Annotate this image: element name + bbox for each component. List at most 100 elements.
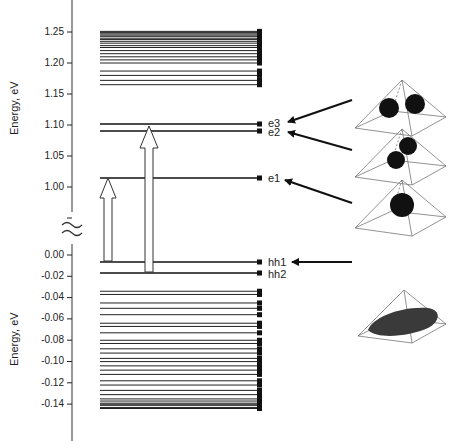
level-line <box>100 71 262 72</box>
level-square <box>257 306 262 311</box>
level-line <box>67 218 72 219</box>
level-line <box>100 32 262 33</box>
axis-title: Energy, eV <box>8 312 20 366</box>
tick-value: 0.00 <box>24 249 64 261</box>
level-label: hh1 <box>268 256 286 268</box>
level-line <box>100 385 262 386</box>
level-squares <box>257 122 262 276</box>
level-line <box>67 318 72 319</box>
level-label: hh2 <box>268 268 286 280</box>
tick-value: -0.08 <box>24 334 64 346</box>
level-line <box>100 38 262 39</box>
level-square <box>257 300 262 305</box>
level-line <box>67 404 72 405</box>
level-line <box>100 36 262 37</box>
level-line <box>100 361 262 362</box>
tick-value: 1.10 <box>24 119 64 131</box>
level-line <box>67 361 72 362</box>
transition-arrow <box>140 126 158 272</box>
level-square <box>257 330 262 335</box>
level-line <box>100 380 262 381</box>
axis-break <box>62 223 82 236</box>
level-square <box>257 368 262 373</box>
tick-value: 1.00 <box>24 181 64 193</box>
level-line <box>67 187 72 188</box>
tick-value: -0.04 <box>24 291 64 303</box>
tick-value: 1.25 <box>24 26 64 38</box>
level-line <box>67 94 72 95</box>
level-line <box>100 302 262 303</box>
level-line <box>100 294 262 295</box>
level-square <box>257 359 262 364</box>
tick-value: -0.10 <box>24 355 64 367</box>
tick-value: -0.02 <box>24 270 64 282</box>
level-line <box>100 404 262 405</box>
level-label: e1 <box>268 172 280 184</box>
level-line <box>100 43 262 44</box>
level-line <box>100 63 262 64</box>
level-square <box>257 69 262 74</box>
energy-levels <box>67 29 262 411</box>
level-square <box>257 388 262 393</box>
level-line <box>67 63 72 64</box>
axis-line <box>72 244 73 441</box>
level-line <box>100 408 262 409</box>
level-line <box>100 374 262 375</box>
level-square <box>257 383 262 388</box>
level-line <box>67 156 72 157</box>
level-line <box>100 59 262 60</box>
level-square <box>257 378 262 383</box>
labelled-levels <box>100 124 262 273</box>
level-line <box>100 340 262 341</box>
level-line <box>100 314 262 315</box>
level-square <box>257 78 262 83</box>
level-line <box>100 80 262 81</box>
level-square <box>257 73 262 78</box>
level-line <box>100 323 262 324</box>
level-line <box>100 403 262 404</box>
level-line <box>100 348 262 349</box>
tick-value: 1.15 <box>24 88 64 100</box>
level-square <box>257 351 262 356</box>
level-line <box>100 56 262 57</box>
level-line <box>100 291 262 292</box>
level-line <box>100 45 262 46</box>
level-line <box>100 75 262 76</box>
level-line <box>67 276 72 277</box>
level-line <box>100 358 262 359</box>
level-line <box>100 33 262 34</box>
level-line <box>100 53 262 54</box>
transition-arrow <box>100 178 116 261</box>
level-square <box>257 29 262 34</box>
tick-value: -0.14 <box>24 398 64 410</box>
level-line <box>67 382 72 383</box>
level-square <box>257 324 262 329</box>
level-line <box>67 32 72 33</box>
level-line <box>67 255 72 256</box>
level-line <box>100 405 262 406</box>
level-square <box>257 82 262 87</box>
level-line <box>100 332 262 333</box>
level-line <box>100 365 262 366</box>
level-square <box>257 292 262 297</box>
tick-value: -0.06 <box>24 312 64 324</box>
tick-value: 1.20 <box>24 57 64 69</box>
wavefunction-blobs <box>368 94 438 336</box>
level-line <box>100 370 262 371</box>
level-line <box>100 390 262 391</box>
level-line <box>67 125 72 126</box>
level-square <box>257 312 262 317</box>
level-line <box>100 401 262 402</box>
level-line <box>100 39 262 40</box>
level-line <box>67 340 72 341</box>
level-line <box>100 394 262 395</box>
level-line <box>100 31 262 32</box>
level-square <box>257 372 262 377</box>
level-square <box>257 392 262 397</box>
level-line <box>100 326 262 327</box>
level-label: e2 <box>268 126 280 138</box>
level-square <box>257 406 262 411</box>
tick-value: 1.05 <box>24 150 64 162</box>
level-square <box>257 341 262 346</box>
